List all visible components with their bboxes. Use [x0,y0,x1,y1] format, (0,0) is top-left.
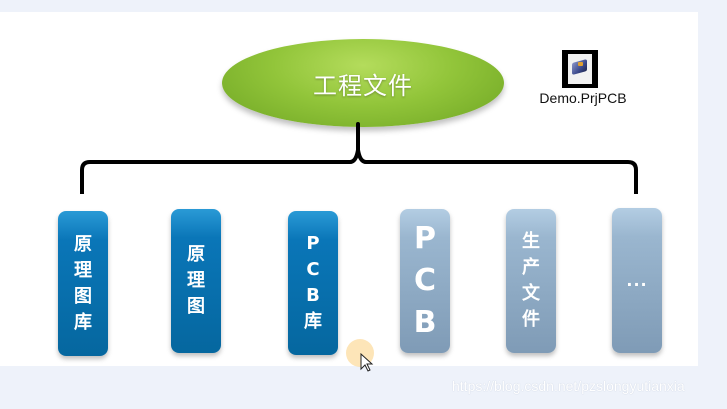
child-node-pcb: P C B [400,209,450,353]
node-char: 理 [74,259,92,281]
brace-path [80,122,638,194]
watermark-url: https://blog.csdn.net/pzslongyutianxia [452,378,685,394]
node-char: 图 [74,285,92,307]
node-char: 件 [522,309,540,330]
node-char: 生 [522,231,540,252]
node-char: 库 [304,311,322,332]
node-char: 原 [74,233,92,255]
ellipsis-text: ... [626,271,648,290]
node-char: B [413,305,437,340]
prjpcb-file-label[interactable]: Demo.PrjPCB [539,90,627,106]
document-icon [568,54,592,84]
node-char: 产 [522,257,540,278]
node-char: 库 [74,311,92,333]
gem-icon [578,62,583,66]
node-char: P [306,233,320,254]
node-char: C [306,259,320,280]
root-node-label: 工程文件 [313,71,413,100]
child-node-production-files: 生 产 文 件 [506,209,556,353]
child-node-more: ... [612,208,662,353]
child-node-schematic-library: 原 理 图 库 [58,211,108,356]
node-char: B [306,285,320,306]
node-char: C [413,263,437,298]
child-node-schematic: 原 理 图 [171,209,221,353]
node-char: 理 [187,270,205,291]
node-char: 文 [522,283,540,304]
node-char: 图 [187,296,205,317]
slide-canvas: 工程文件 Demo.PrjPCB 原 理 图 库 原 理 图 P C B 库 P… [0,12,698,366]
child-node-pcb-library: P C B 库 [288,211,338,355]
node-char: P [414,221,436,256]
node-char: 原 [187,244,205,265]
root-node-project-files: 工程文件 [222,39,504,127]
prjpcb-file-icon[interactable] [562,50,598,88]
mouse-pointer-icon [360,353,374,372]
